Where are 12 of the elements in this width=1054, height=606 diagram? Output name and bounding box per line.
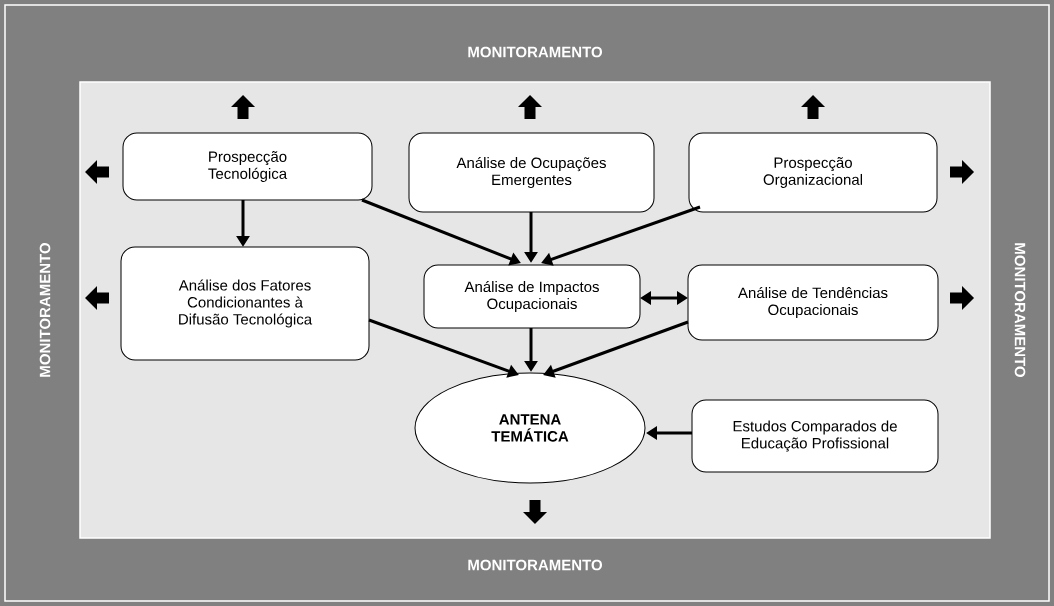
process-box: Estudos Comparados de Educação Profissional [691,399,939,473]
process-box: Prospecção Organizacional [688,132,938,213]
side-label: MONITORAMENTO [468,559,602,571]
process-box: Análise de Tendências Ocupacionais [687,264,939,341]
ellipse-node: ANTENA TEMÁTICA [414,372,646,484]
process-box: Análise dos Fatores Condicionantes à Difusão Tecnológica [120,246,370,361]
side-label: MONITORAMENTO [468,46,602,58]
process-box: Prospecção Tecnológica [122,132,373,201]
process-box: Análise de Ocupações Emergentes [408,132,655,213]
side-label: MONITORAMENTO [1014,243,1026,377]
side-label: MONITORAMENTO [39,243,51,377]
process-box: Análise de Impactos Ocupacionais [423,264,641,329]
